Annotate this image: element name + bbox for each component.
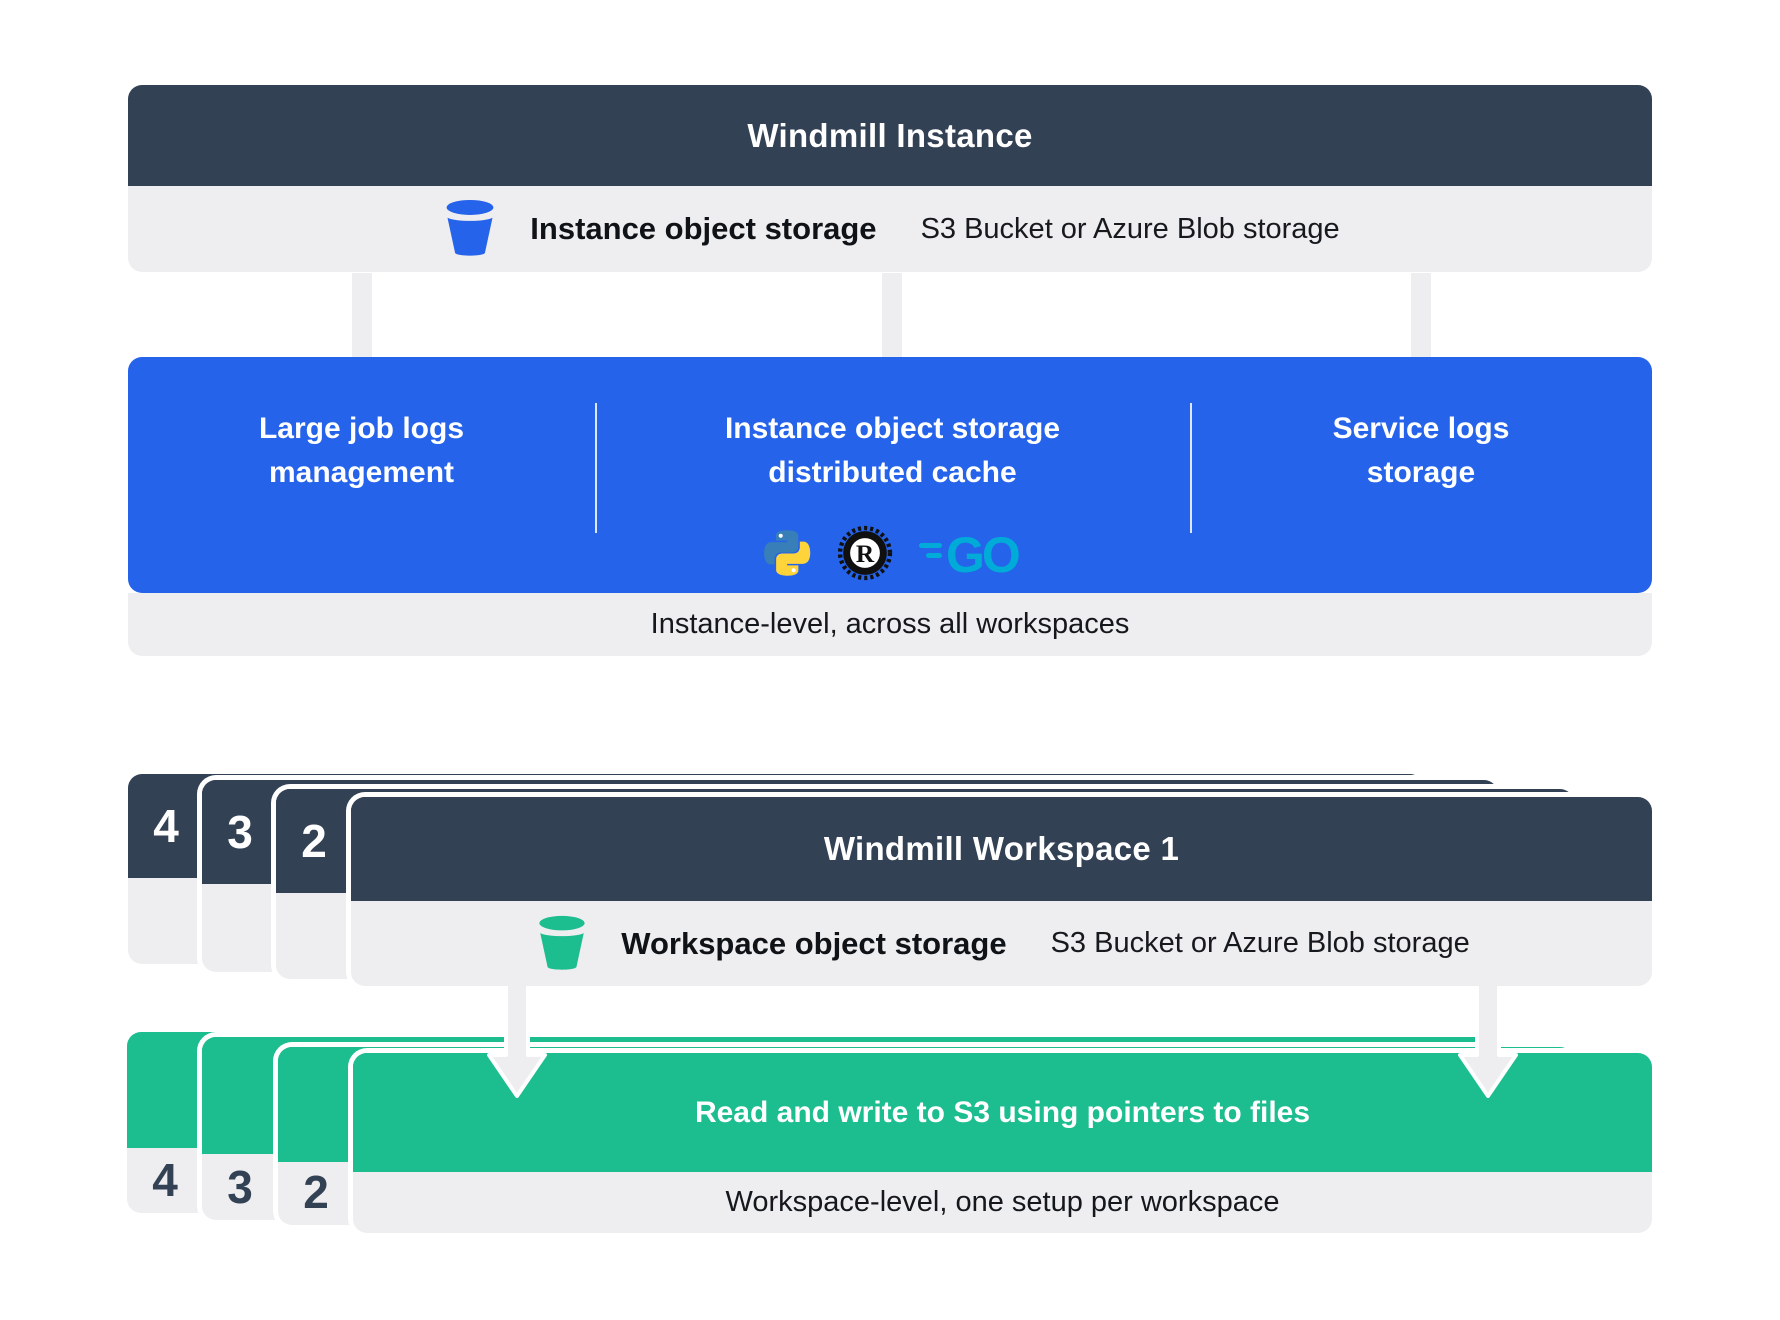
go-logo: GO bbox=[918, 528, 1021, 578]
column-divider bbox=[595, 403, 597, 533]
green-bucket-icon bbox=[539, 915, 585, 970]
workspace-storage-number: 3 bbox=[227, 1161, 253, 1213]
feature-label: Instance object storage distributed cach… bbox=[724, 412, 1061, 489]
workspace-storage-label: Workspace object storage bbox=[621, 925, 1007, 961]
down-arrow-icon bbox=[487, 986, 547, 1098]
instance-title: Windmill Instance bbox=[747, 116, 1033, 154]
workspace-storage-number: 2 bbox=[303, 1166, 329, 1218]
instance-features-box: Large job logs management Instance objec… bbox=[128, 357, 1652, 593]
instance-scope-text: Instance-level, across all workspaces bbox=[650, 608, 1130, 640]
instance-storage-label: Instance object storage bbox=[530, 211, 877, 246]
workspace-storage-sub: S3 Bucket or Azure Blob storage bbox=[1050, 927, 1470, 959]
workspace-storage-title: Read and write to S3 using pointers to f… bbox=[694, 1095, 1311, 1129]
blue-bucket-icon bbox=[446, 199, 494, 256]
workspace-number: 3 bbox=[227, 806, 253, 858]
workspace-storage-number: 4 bbox=[152, 1154, 178, 1206]
feature-large-job-logs: Large job logs management bbox=[128, 357, 595, 593]
instance-scope-footer: Instance-level, across all workspaces bbox=[128, 593, 1652, 656]
instance-storage-bar: Instance object storage S3 Bucket or Azu… bbox=[128, 186, 1652, 272]
workspace-scope-text: Workspace-level, one setup per workspace bbox=[725, 1186, 1280, 1218]
instance-storage-sub: S3 Bucket or Azure Blob storage bbox=[920, 212, 1340, 245]
feature-distributed-cache: Instance object storage distributed cach… bbox=[595, 357, 1190, 593]
workspace-storage-card-1: Read and write to S3 using pointers to f… bbox=[353, 1053, 1652, 1233]
feature-label: Service logs storage bbox=[1332, 412, 1510, 489]
workspace-title: Windmill Workspace 1 bbox=[823, 830, 1180, 867]
down-arrow-icon bbox=[1458, 986, 1518, 1098]
column-divider bbox=[1190, 403, 1192, 533]
svg-text:GO: GO bbox=[946, 528, 1019, 578]
rust-logo: R bbox=[837, 525, 892, 581]
instance-card-header: Windmill Instance bbox=[128, 85, 1652, 186]
workspace-number: 2 bbox=[301, 815, 327, 867]
workspace-number: 4 bbox=[153, 800, 179, 852]
feature-label: Large job logs management bbox=[258, 412, 465, 489]
language-logos-row: R GO bbox=[763, 525, 1023, 581]
workspace-card-1: Windmill Workspace 1 Workspace object st… bbox=[351, 797, 1652, 986]
python-logo bbox=[763, 530, 810, 576]
feature-service-logs: Service logs storage bbox=[1190, 357, 1652, 593]
svg-text:R: R bbox=[855, 540, 874, 568]
